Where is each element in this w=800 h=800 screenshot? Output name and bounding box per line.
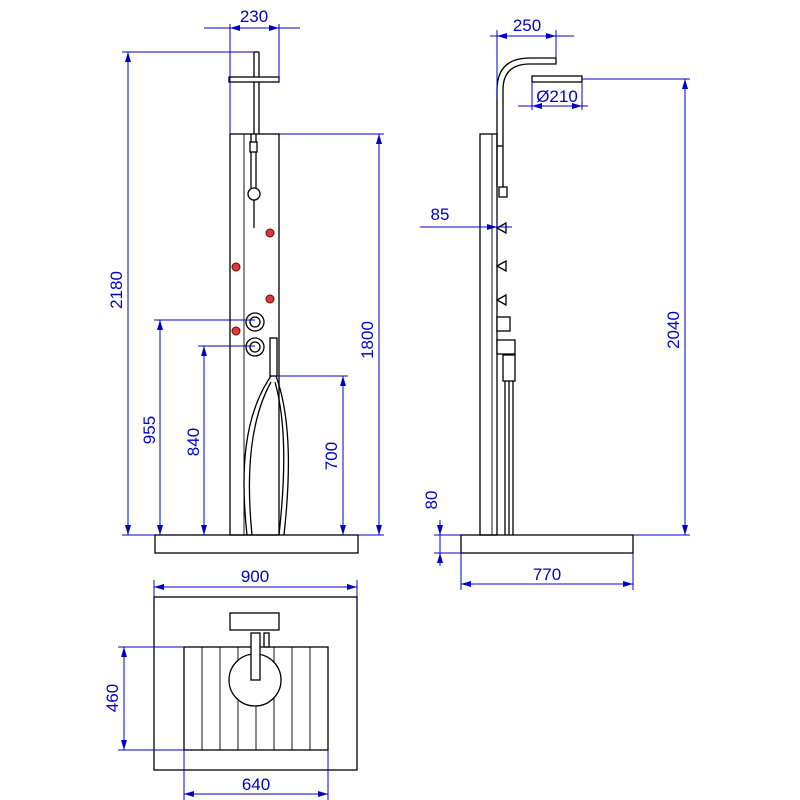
side-jet-1 [495,221,507,235]
jet-2 [231,262,241,272]
front-holder-knob [247,187,261,201]
dim-hand-shower-height: 700 [322,442,341,470]
front-dimensions: 230 2180 1800 955 840 700 [107,7,384,536]
side-shower-head [531,75,583,83]
dim-deck-width: 640 [242,775,270,794]
side-dimensions: 250 Ø210 85 2040 80 770 [420,16,690,590]
front-hose-inner [248,381,285,536]
plan-base [153,596,358,771]
front-base [154,534,359,554]
dim-total-height: 2180 [107,271,126,309]
dim-base-depth: 770 [533,565,561,584]
jet-3 [265,294,275,304]
plan-column [229,612,280,631]
side-shower-arm [496,57,557,187]
front-shower-head [228,76,280,83]
side-jet-2 [495,259,507,273]
plan-dimensions: 900 460 640 [103,567,358,800]
front-view [154,51,359,554]
plan-view [153,596,358,771]
front-hand-shower [269,337,278,377]
dim-upper-control-height: 955 [140,416,159,444]
side-base [460,534,634,554]
front-hose-outer [243,375,290,536]
side-arm-connector [498,186,508,198]
dim-deck-depth: 460 [103,684,122,712]
jet-1 [265,228,275,238]
front-mixer-upper [245,312,265,332]
side-mixer-lower [496,339,516,355]
dim-jet-offset: 85 [431,205,450,224]
dim-head-height: 2040 [664,311,683,349]
side-mixer-upper [496,316,511,332]
dim-head-diameter: Ø210 [536,87,578,106]
side-jet-3 [495,293,507,307]
dim-arm-projection: 250 [513,16,541,35]
side-hand-shower [502,354,516,382]
side-column [479,133,498,536]
dim-base-thickness: 80 [422,491,441,510]
dim-lower-control-height: 840 [184,428,203,456]
dim-base-width: 900 [241,567,269,586]
jet-4 [231,326,241,336]
dim-head-offset: 230 [240,7,268,26]
front-mixer-lower [245,337,265,357]
dim-column-height: 1800 [358,321,377,359]
side-view [460,57,634,554]
